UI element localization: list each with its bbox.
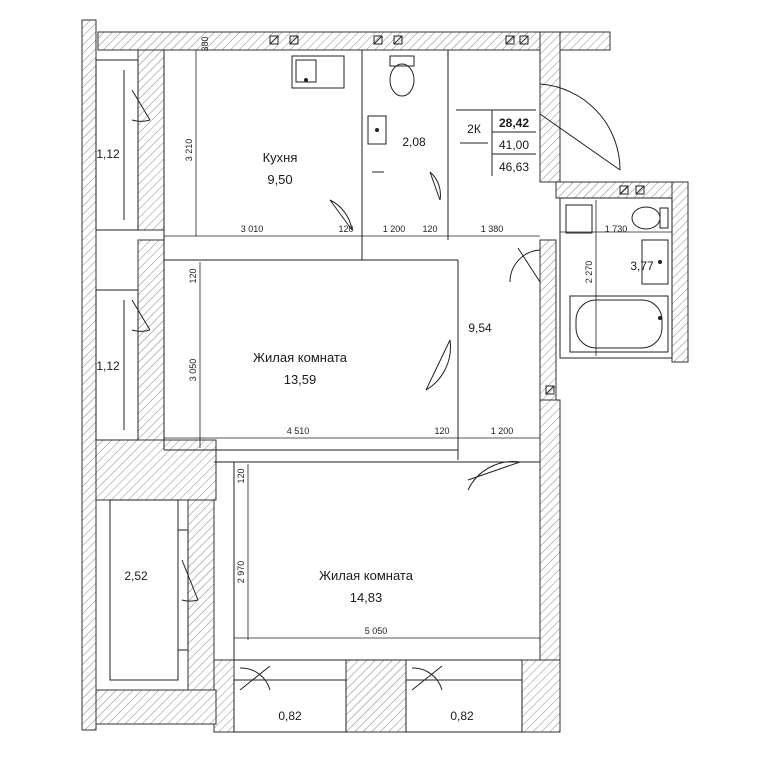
- wall-bath-right: [671, 181, 689, 363]
- bathroom-box: [559, 197, 673, 359]
- door-kitchen: [329, 199, 353, 231]
- dim-120a: 120: [338, 224, 353, 234]
- door-balcony-1: [131, 89, 151, 122]
- vent-icon: [269, 35, 645, 395]
- wall-bottom-left: [95, 689, 217, 725]
- dim-3050: 3 050: [188, 359, 198, 382]
- door-wc: [372, 171, 441, 201]
- balcony-bottom-right-area: 0,82: [450, 709, 474, 723]
- living-area: 41,00: [499, 138, 529, 152]
- wall-left-jog: [95, 439, 217, 501]
- dim-120d: 120: [434, 426, 449, 436]
- living1-name: Жилая комната: [253, 350, 348, 365]
- dim-2270: 2 270: [584, 261, 594, 284]
- wall-left-outer: [81, 19, 97, 731]
- door-living1: [425, 339, 451, 391]
- bath-sink-icon: [641, 239, 669, 285]
- balcony-left-bottom: [109, 499, 179, 681]
- total-with-balconies: 46,63: [499, 160, 529, 174]
- wc-area: 2,08: [402, 135, 426, 149]
- dim-380: 380: [200, 36, 210, 51]
- wall-left-inner-mid: [137, 239, 165, 451]
- dim-2970: 2 970: [236, 561, 246, 584]
- door-balcony-2: [131, 299, 151, 332]
- dim-4510: 4 510: [287, 426, 310, 436]
- wall-left-inner-bottom: [187, 499, 215, 691]
- wall-bath-top: [555, 181, 689, 199]
- balcony-left-top: [95, 59, 139, 231]
- hall-area: 9,54: [468, 321, 492, 335]
- balcony-bottom-right: [405, 679, 523, 733]
- bath-toilet-icon: [565, 204, 669, 234]
- dim-1380: 1 380: [481, 224, 504, 234]
- balcony-left-bottom-area: 2,52: [124, 569, 148, 583]
- dim-120e: 120: [236, 468, 246, 483]
- wall-bottom-1: [213, 659, 235, 733]
- balcony-bottom-left-area: 0,82: [278, 709, 302, 723]
- dim-120b: 120: [422, 224, 437, 234]
- sink-icon: [291, 55, 345, 89]
- kitchen-area: 9,50: [267, 172, 292, 187]
- wall-top-right: [559, 31, 611, 51]
- area-summary-box: 2К 28,42 41,00 46,63: [456, 109, 536, 176]
- door-balcony-3: [181, 559, 199, 602]
- dim-1200b: 1 200: [491, 426, 514, 436]
- wall-bottom-3: [521, 659, 561, 733]
- living2-area: 14,83: [350, 590, 383, 605]
- wall-right-mid: [539, 239, 557, 401]
- dim-3210: 3 210: [184, 139, 194, 162]
- door-balcony-4: [239, 665, 271, 691]
- door-living2: [467, 461, 521, 491]
- kitchen-name: Кухня: [263, 150, 298, 165]
- balcony-left-mid-area: 1,12: [96, 359, 120, 373]
- balcony-bottom-left: [233, 679, 347, 733]
- wc-sink-icon: [367, 115, 387, 145]
- wall-right-top: [539, 31, 561, 183]
- dim-3010: 3 010: [241, 224, 264, 234]
- toilet-icon: [389, 55, 415, 97]
- dim-1730: 1 730: [605, 224, 628, 234]
- dim-5050: 5 050: [365, 626, 388, 636]
- balcony-left-top-area: 1,12: [96, 147, 120, 161]
- wall-bottom-2: [345, 659, 407, 733]
- rooms-count-label: 2К: [467, 122, 481, 136]
- total-area: 28,42: [499, 116, 529, 130]
- door-balcony-5: [411, 665, 443, 691]
- wall-left-inner-top: [137, 49, 165, 231]
- bathtub-icon: [569, 295, 669, 353]
- dim-120c: 120: [188, 268, 198, 283]
- door-bathroom: [509, 247, 541, 283]
- bathroom-area: 3,77: [630, 259, 654, 273]
- balcony-left-mid: [95, 289, 139, 441]
- living2-name: Жилая комната: [319, 568, 414, 583]
- living1-area: 13,59: [284, 372, 317, 387]
- wall-top: [97, 31, 541, 51]
- dim-1200a: 1 200: [383, 224, 406, 234]
- door-entrance: [539, 83, 621, 171]
